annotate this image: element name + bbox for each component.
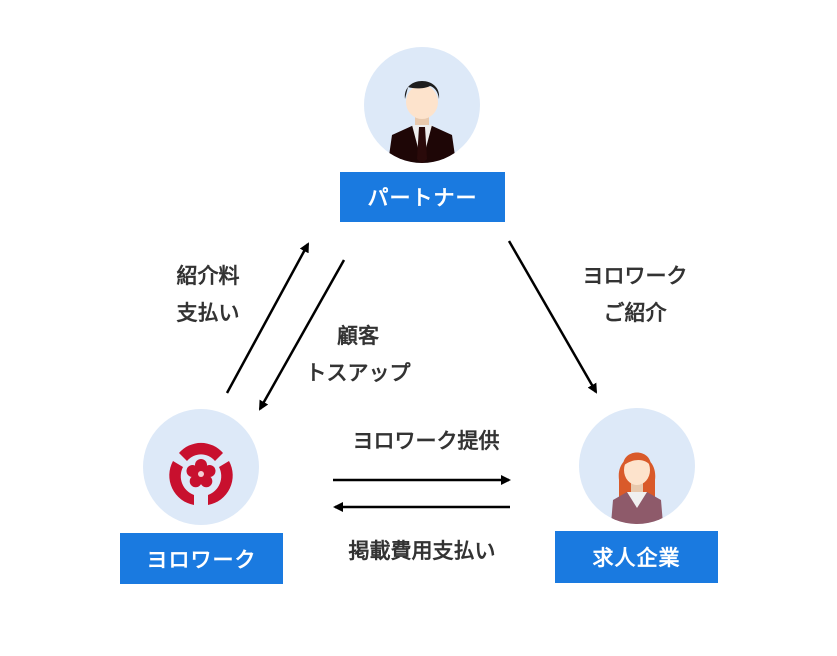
- arrow-fee-payment: [225, 242, 310, 394]
- fee-payment-line1: 紹介料: [176, 264, 240, 288]
- introduce-line1: ヨロワーク: [582, 264, 688, 288]
- fee-payment-line2: 支払い: [176, 301, 240, 325]
- company-avatar: [579, 408, 695, 524]
- arrow-customer-tossup: [258, 259, 346, 411]
- sakura-logo-icon: [169, 442, 233, 505]
- arrow-introduce: [507, 240, 598, 394]
- introduce-label: ヨロワーク ご紹介: [583, 258, 688, 332]
- partner-label: パートナー: [340, 172, 505, 222]
- yorowork-label: ヨロワーク: [120, 533, 283, 584]
- partner-avatar: [364, 47, 480, 163]
- customer-tossup-label: 顧客 トスアップ: [306, 318, 411, 392]
- listing-payment-label: 掲載費用支払い: [348, 539, 496, 563]
- businessman-icon: [388, 81, 456, 163]
- company-label: 求人企業: [555, 531, 718, 583]
- provide-label: ヨロワーク提供: [352, 429, 500, 453]
- customer-tossup-line1: 顧客: [337, 324, 379, 348]
- customer-tossup-line2: トスアップ: [305, 361, 411, 385]
- introduce-line2: ご紹介: [603, 301, 667, 325]
- yorowork-avatar: [143, 409, 259, 525]
- fee-payment-label: 紹介料 支払い: [177, 258, 240, 332]
- businesswoman-icon: [611, 452, 663, 524]
